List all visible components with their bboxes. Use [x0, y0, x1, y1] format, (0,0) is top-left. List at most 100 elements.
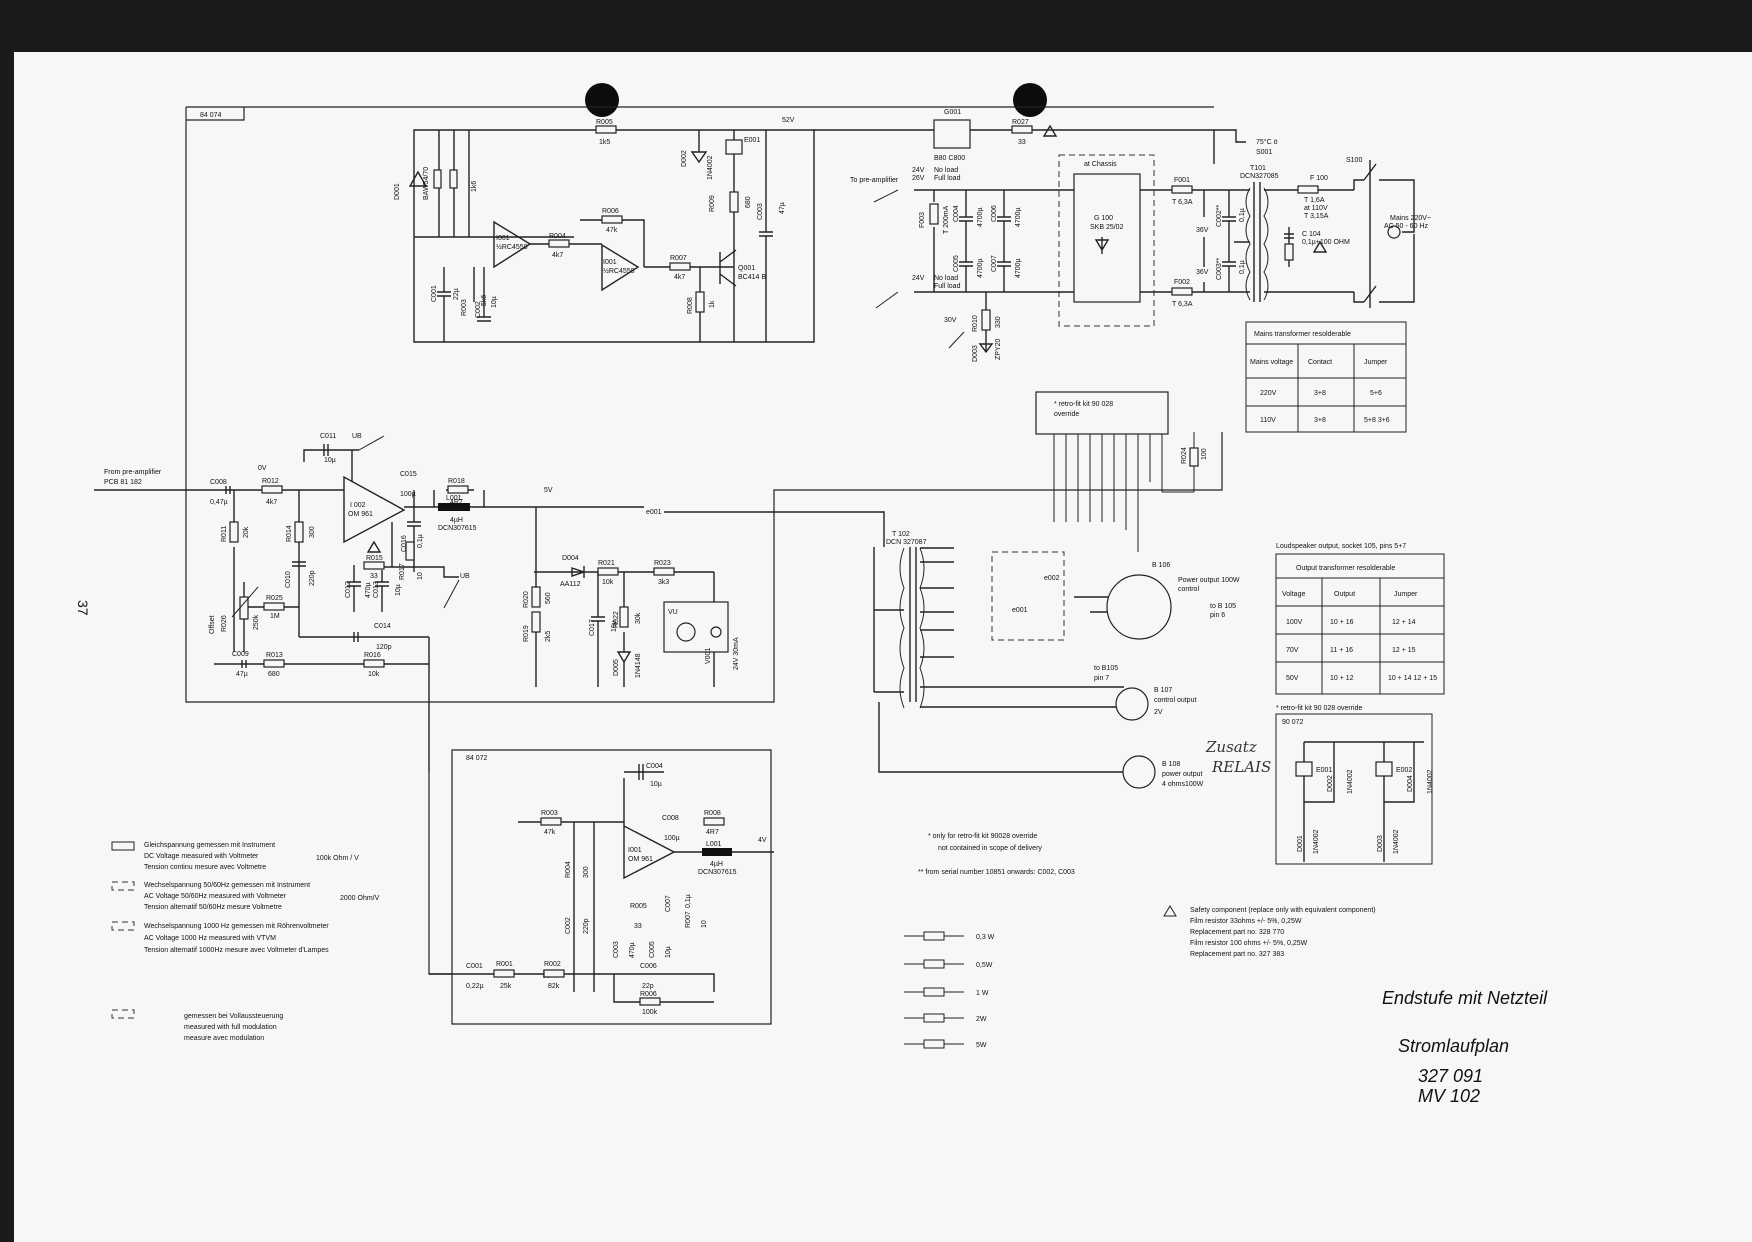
- label-C009: C009: [232, 651, 249, 658]
- label-R003-out-value: 47k: [544, 829, 556, 836]
- label-C003-psu-value: 0,1µ: [1239, 260, 1246, 274]
- mains-table-cell: 3+8: [1314, 390, 1326, 397]
- mains-table-cell: 5+8 3+6: [1364, 417, 1390, 424]
- label-D001-b-value: 1N4002: [1313, 829, 1320, 854]
- label-R022: R022: [613, 611, 620, 628]
- voltage-26V: 26V: [912, 175, 925, 182]
- socket-B106: [1106, 574, 1172, 640]
- label-C003-psu: C003**: [1216, 258, 1223, 280]
- socket-B108: [1122, 755, 1156, 789]
- label-C005-out: C005: [649, 941, 656, 958]
- speaker-table-cell: 10 + 14 12 + 15: [1388, 675, 1437, 682]
- capacitor-C008: [225, 486, 231, 494]
- resistor-R014: [294, 521, 304, 543]
- label-C016-value: 0,1µ: [417, 534, 424, 548]
- label-to-B105: to B 105: [1210, 603, 1236, 610]
- voltage-52V: 52V: [782, 117, 795, 124]
- voltage-0V: 0V: [258, 465, 267, 472]
- bridge-rectifier-G100: [1073, 173, 1141, 303]
- label-R007-out-value: 10: [701, 920, 708, 928]
- label-R015-value: 33: [370, 573, 378, 580]
- resistor-R023: [653, 567, 675, 576]
- label-C014: C014: [374, 623, 391, 630]
- label-R016-value: 10k: [368, 671, 380, 678]
- label-F100-value-110v: T 3,15A: [1304, 213, 1329, 220]
- label-C001-value: 22µ: [453, 288, 460, 300]
- resistor-R016: [363, 659, 385, 668]
- label-E002-b: E002: [1396, 767, 1412, 774]
- label-B105-pin7: pin 7: [1094, 675, 1109, 682]
- label-R025: R025: [266, 595, 283, 602]
- label-B107: B 107: [1154, 687, 1172, 694]
- capacitors-C006-C007: [997, 190, 1011, 292]
- wire-supply-top: [814, 129, 1246, 164]
- label-D002-b-value: 1N4002: [1347, 769, 1354, 794]
- transformer-T101-secondary: [1245, 187, 1251, 301]
- label-R017-value: 10: [417, 572, 424, 580]
- label-C010: C010: [285, 571, 292, 588]
- label-to-B105-b: to B105: [1094, 665, 1118, 672]
- label-C006-value: 4700µ: [1015, 207, 1022, 227]
- label-R024-value: 100: [1201, 448, 1208, 460]
- label-R018-value: 4R7: [450, 499, 463, 506]
- label-I001a: I001: [496, 235, 510, 242]
- resistor-R012: [261, 485, 283, 494]
- resistor-R002-out: [543, 969, 565, 978]
- label-L001-value: 4µH: [450, 517, 463, 524]
- label-C001-out-value: 0,22µ: [466, 983, 484, 990]
- label-D004-b: D004: [1407, 775, 1414, 792]
- mains-table-title: Mains transformer resolderable: [1254, 331, 1351, 338]
- board-frame-main: [185, 106, 1223, 703]
- label-C016: C016: [401, 535, 408, 552]
- speaker-table-title: Output transformer resolderable: [1296, 565, 1395, 572]
- resistor-R006: [601, 215, 623, 224]
- label-C004: C004: [953, 205, 960, 222]
- label-R001-out-value: 25k: [500, 983, 512, 990]
- label-R026: R026: [221, 615, 228, 632]
- resistor-R001: [433, 169, 442, 189]
- label-R023: R023: [654, 560, 671, 567]
- wire-vu-section: [534, 506, 885, 687]
- label-R006-out-value: 100k: [642, 1009, 658, 1016]
- voltage-24V-a: 24V: [912, 167, 925, 174]
- handwritten-note-relais: RELAIS: [1211, 758, 1271, 776]
- label-no-load-a: No load: [934, 167, 958, 174]
- label-R015: R015: [366, 555, 383, 562]
- label-C002-out: C002: [565, 917, 572, 934]
- label-R026-value: 250k: [253, 614, 260, 630]
- mains-input-socket: [1387, 225, 1401, 239]
- inductor-L001: [438, 503, 470, 511]
- safety-note-title: Safety component (replace only with equi…: [1190, 907, 1376, 914]
- resistor-R022: [619, 606, 629, 628]
- label-C002-out-value: 220p: [583, 918, 590, 934]
- capacitor-C009: [241, 660, 247, 668]
- label-R004-out: R004: [565, 861, 572, 878]
- label-R017: R017: [399, 563, 406, 580]
- wire-secondary-taps: [878, 547, 1124, 773]
- mains-table-header-contact: Contact: [1308, 359, 1332, 366]
- wire-C011: [303, 449, 359, 482]
- wire-C017-R022-D005: [591, 572, 632, 687]
- label-R010-value: 330: [995, 316, 1002, 328]
- label-T102-value: DCN 327087: [886, 539, 927, 546]
- safety-note-part-2: Replacement part no. 327 383: [1190, 951, 1284, 958]
- label-R023-value: 3k3: [658, 579, 669, 586]
- voltage-36V-a: 36V: [1196, 227, 1209, 234]
- label-D005-value: 1N4148: [635, 653, 642, 678]
- wire-mains-input: [1379, 179, 1415, 303]
- label-B108: B 108: [1162, 761, 1180, 768]
- relay-retrofit-title: * retro-fit kit 90 028 override: [1276, 705, 1362, 712]
- label-R025-value: 1M: [270, 613, 280, 620]
- label-F002: F002: [1174, 279, 1190, 286]
- handwritten-note-zusatz: Zusatz: [1205, 738, 1257, 756]
- label-R005-out: R005: [630, 903, 647, 910]
- resistor-R025: [263, 602, 285, 611]
- label-R006-out: R006: [640, 991, 657, 998]
- label-C002-psu: C002**: [1216, 205, 1223, 227]
- page-number: 37: [75, 600, 91, 616]
- legend-dc-en: DC Voltage measured with Voltmeter: [144, 853, 259, 860]
- chassis-bridge-box: [1058, 154, 1155, 327]
- label-R027: R027: [1012, 119, 1029, 126]
- safety-triangle-R015: [366, 540, 382, 553]
- label-B108-value: 4 ohms100W: [1162, 781, 1204, 788]
